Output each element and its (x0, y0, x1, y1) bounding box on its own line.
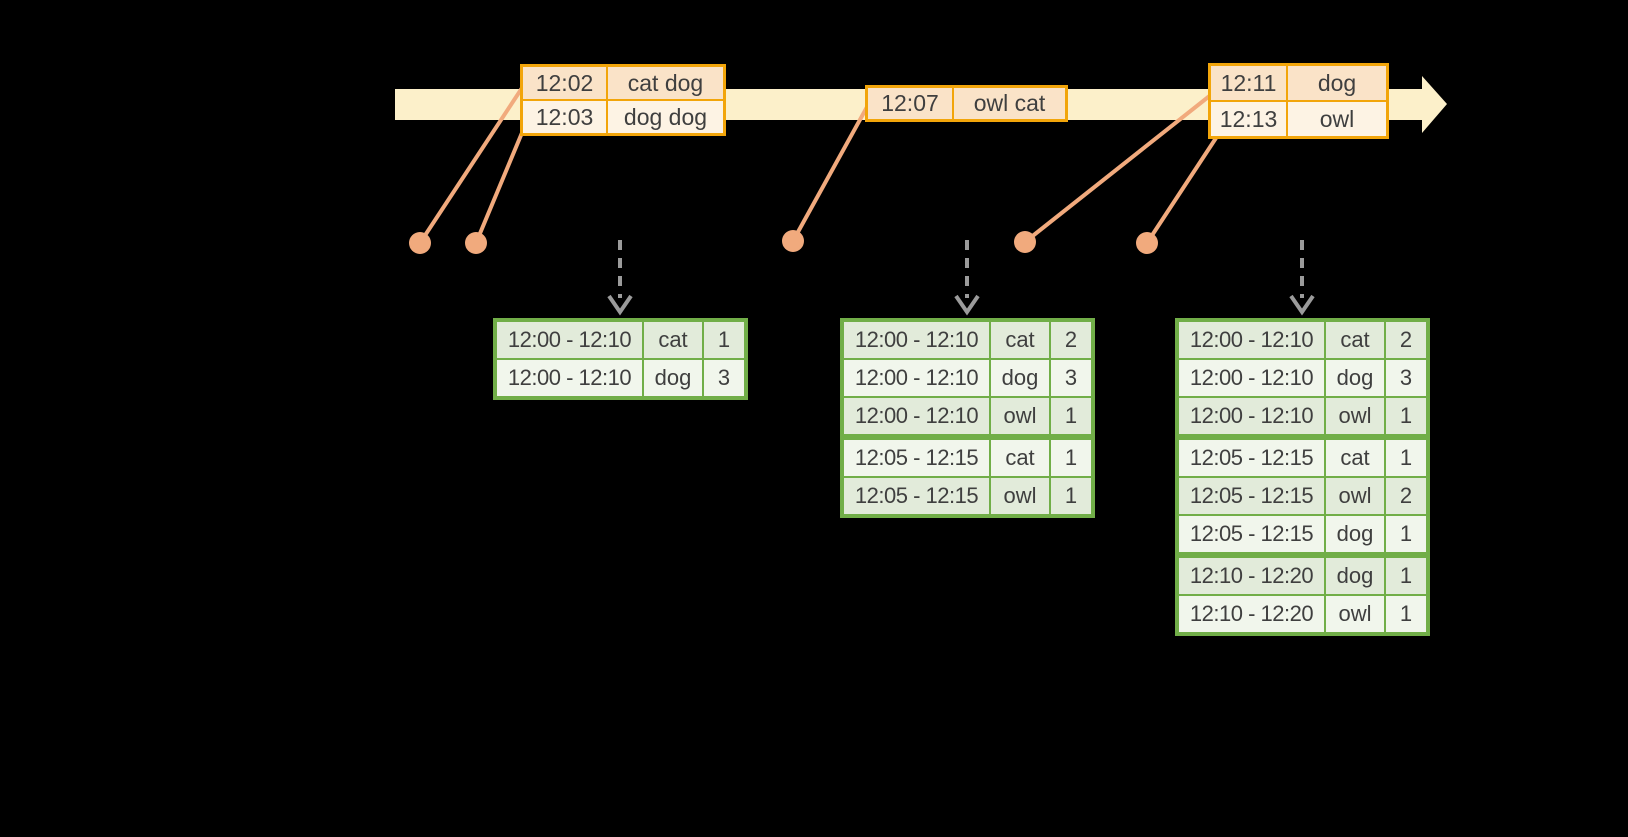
result-window-cell: 12:05 - 12:15 (844, 440, 989, 476)
event-row: 12:03 dog dog (523, 101, 723, 133)
result-row: 12:10 - 12:20 owl 1 (1179, 596, 1426, 632)
result-window-cell: 12:10 - 12:20 (1179, 596, 1324, 632)
result-word-cell: dog (1326, 516, 1384, 552)
event-time-dot (782, 230, 804, 252)
result-word-cell: owl (991, 478, 1049, 514)
result-row: 12:00 - 12:10 owl 1 (1179, 398, 1426, 434)
result-window-cell: 12:00 - 12:10 (844, 360, 989, 396)
event-words-cell: dog (1288, 66, 1386, 100)
result-word-cell: owl (1326, 478, 1384, 514)
event-words-cell: owl cat (954, 88, 1065, 119)
event-row: 12:07 owl cat (868, 88, 1065, 119)
result-word-cell: owl (1326, 596, 1384, 632)
result-row: 12:00 - 12:10 cat 2 (1179, 322, 1426, 358)
event-row: 12:13 owl (1211, 102, 1386, 136)
event-words-cell: cat dog (608, 67, 723, 99)
result-window-cell: 12:00 - 12:10 (1179, 398, 1324, 434)
result-window-cell: 12:00 - 12:10 (497, 322, 642, 358)
event-time-cell: 12:02 (523, 67, 606, 99)
result-count-cell: 2 (1386, 322, 1426, 358)
event-table-3: 12:11 dog 12:13 owl (1208, 63, 1389, 139)
result-word-cell: dog (1326, 360, 1384, 396)
result-word-cell: owl (1326, 398, 1384, 434)
event-time-cell: 12:11 (1211, 66, 1286, 100)
result-window-cell: 12:00 - 12:10 (1179, 322, 1324, 358)
result-word-cell: dog (1326, 558, 1384, 594)
result-count-cell: 1 (1051, 478, 1091, 514)
event-table-1: 12:02 cat dog 12:03 dog dog (520, 64, 726, 136)
event-row: 12:02 cat dog (523, 67, 723, 99)
event-table-2: 12:07 owl cat (865, 85, 1068, 122)
result-row: 12:10 - 12:20 dog 1 (1179, 558, 1426, 594)
result-word-cell: dog (991, 360, 1049, 396)
result-count-cell: 1 (1386, 516, 1426, 552)
result-row: 12:05 - 12:15 cat 1 (1179, 440, 1426, 476)
trigger-arrow-head (954, 294, 980, 316)
result-count-cell: 1 (1386, 398, 1426, 434)
trigger-arrow-head (607, 294, 633, 316)
result-row: 12:05 - 12:15 cat 1 (844, 440, 1091, 476)
result-window-cell: 12:05 - 12:15 (1179, 478, 1324, 514)
result-count-cell: 1 (1386, 596, 1426, 632)
event-time-dot (1136, 232, 1158, 254)
event-connector-line (474, 127, 526, 244)
result-row: 12:05 - 12:15 owl 2 (1179, 478, 1426, 514)
result-count-cell: 2 (1386, 478, 1426, 514)
result-count-cell: 1 (1051, 440, 1091, 476)
result-window-cell: 12:00 - 12:10 (844, 398, 989, 434)
result-row: 12:05 - 12:15 owl 1 (844, 478, 1091, 514)
result-row: 12:00 - 12:10 dog 3 (844, 360, 1091, 396)
result-count-cell: 1 (1051, 398, 1091, 434)
result-window-cell: 12:05 - 12:15 (1179, 440, 1324, 476)
event-connector-line (1145, 136, 1218, 245)
event-time-dot (465, 232, 487, 254)
result-word-cell: cat (991, 440, 1049, 476)
event-time-cell: 12:03 (523, 101, 606, 133)
result-word-cell: cat (1326, 322, 1384, 358)
result-count-cell: 3 (1051, 360, 1091, 396)
event-time-dots (409, 230, 1158, 254)
trigger-arrows (607, 240, 1315, 316)
windowed-counts-trigger-2: 12:00 - 12:10 cat 2 12:00 - 12:10 dog 3 … (840, 318, 1095, 518)
result-count-cell: 3 (1386, 360, 1426, 396)
result-window-cell: 12:00 - 12:10 (497, 360, 642, 396)
result-word-cell: owl (991, 398, 1049, 434)
result-row: 12:00 - 12:10 owl 1 (844, 398, 1091, 434)
event-row: 12:11 dog (1211, 66, 1386, 100)
result-word-cell: cat (644, 322, 702, 358)
event-time-dot (409, 232, 431, 254)
event-time-dot (1014, 231, 1036, 253)
result-word-cell: cat (1326, 440, 1384, 476)
result-window-cell: 12:00 - 12:10 (1179, 360, 1324, 396)
result-count-cell: 1 (704, 322, 744, 358)
event-connector-line (791, 106, 869, 242)
result-count-cell: 1 (1386, 558, 1426, 594)
result-window-cell: 12:05 - 12:15 (1179, 516, 1324, 552)
result-count-cell: 3 (704, 360, 744, 396)
event-words-cell: owl (1288, 102, 1386, 136)
event-connector-line (418, 86, 524, 245)
result-row: 12:00 - 12:10 dog 3 (497, 360, 744, 396)
event-time-cell: 12:07 (868, 88, 952, 119)
trigger-arrow-head (1289, 294, 1315, 316)
event-words-cell: dog dog (608, 101, 723, 133)
result-window-cell: 12:00 - 12:10 (844, 322, 989, 358)
result-count-cell: 2 (1051, 322, 1091, 358)
windowed-counts-trigger-1: 12:00 - 12:10 cat 1 12:00 - 12:10 dog 3 (493, 318, 748, 400)
result-row: 12:00 - 12:10 cat 1 (497, 322, 744, 358)
result-word-cell: cat (991, 322, 1049, 358)
windowed-counts-trigger-3: 12:00 - 12:10 cat 2 12:00 - 12:10 dog 3 … (1175, 318, 1430, 636)
result-row: 12:00 - 12:10 dog 3 (1179, 360, 1426, 396)
event-time-cell: 12:13 (1211, 102, 1286, 136)
result-window-cell: 12:10 - 12:20 (1179, 558, 1324, 594)
result-window-cell: 12:05 - 12:15 (844, 478, 989, 514)
result-word-cell: dog (644, 360, 702, 396)
result-row: 12:05 - 12:15 dog 1 (1179, 516, 1426, 552)
event-connector-lines (418, 86, 1218, 245)
result-row: 12:00 - 12:10 cat 2 (844, 322, 1091, 358)
event-connector-line (1023, 92, 1214, 244)
result-count-cell: 1 (1386, 440, 1426, 476)
